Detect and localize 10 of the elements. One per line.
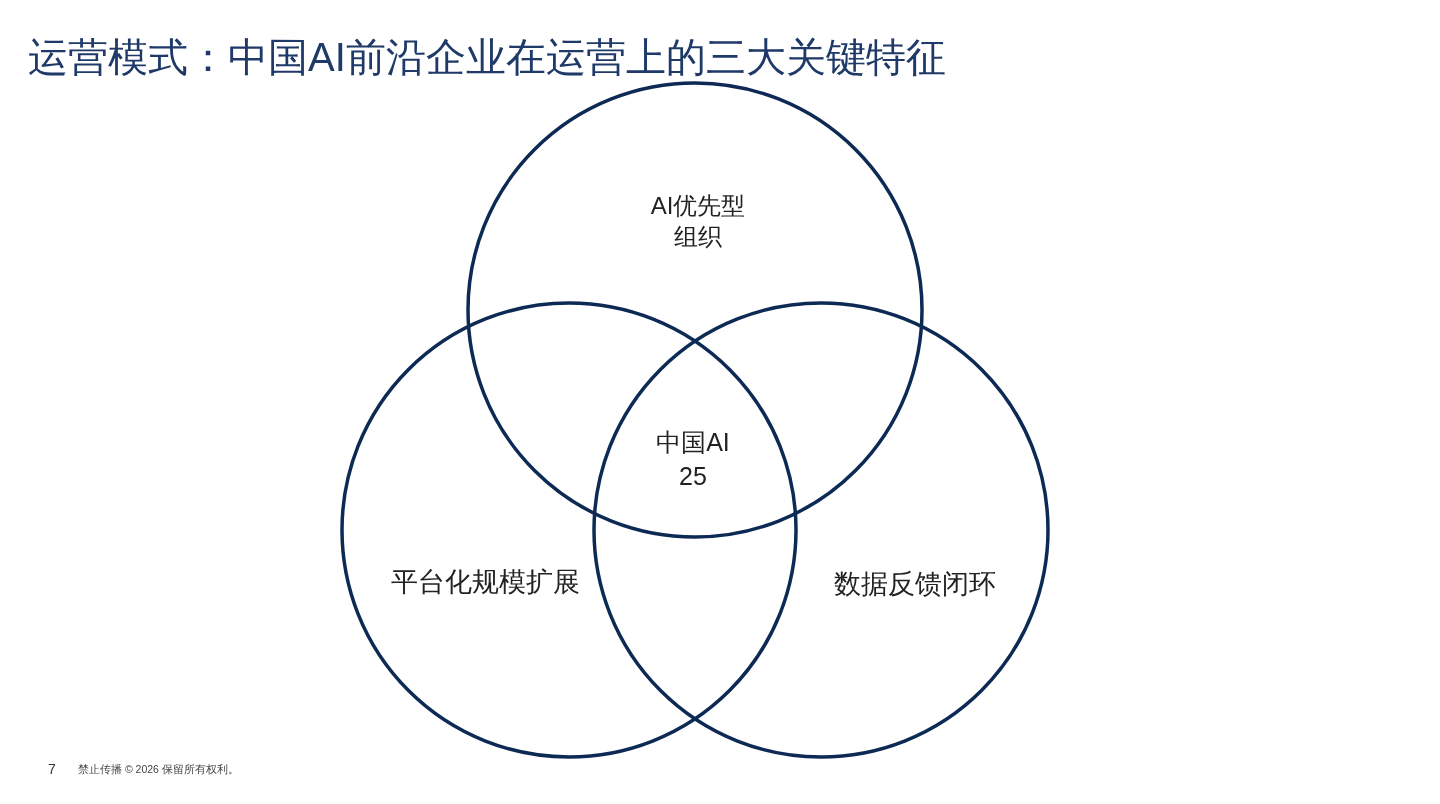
copyright-note: 禁止传播 © 2026 保留所有权利。 <box>78 762 240 776</box>
venn-circle <box>592 301 1050 759</box>
circle-label: 数据反馈闭环 <box>833 568 997 600</box>
page-number: 7 <box>48 760 57 778</box>
venn-circle <box>340 301 798 759</box>
center-label: 中国AI 25 <box>655 427 731 492</box>
circle-label: AI优先型组织 <box>649 191 747 252</box>
circle-label: 平台化规模扩展 <box>389 566 581 598</box>
slide-title: 运营模式：中国AI前沿企业在运营上的三大关键特征 <box>28 34 946 81</box>
venn-circle <box>466 81 924 539</box>
